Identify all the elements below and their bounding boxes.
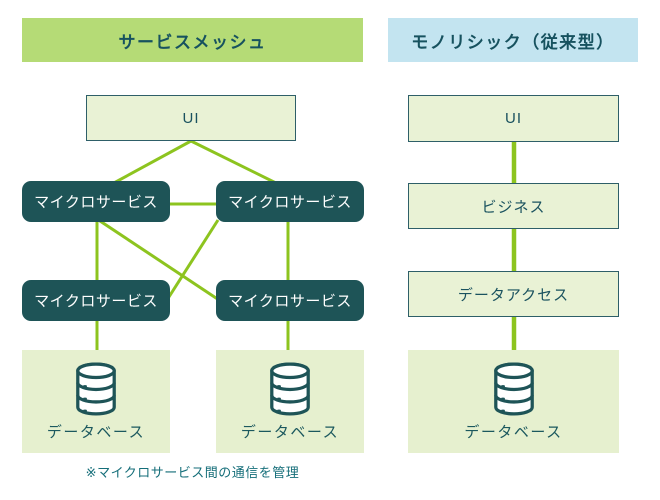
database-icon [76, 362, 116, 416]
database-area-mesh-right: データベース [216, 350, 364, 453]
business-layer-box: ビジネス [408, 183, 619, 229]
database-icon [493, 362, 534, 416]
database-label: データベース [464, 424, 563, 441]
database-icon [270, 362, 310, 416]
line-ui-to-ms-top-right [190, 139, 279, 186]
service-mesh-connectors [95, 139, 290, 353]
line-ms-top-right-to-bottom-left [165, 219, 220, 301]
database-label: データベース [240, 424, 340, 441]
line-ui-to-ms-top-left [111, 139, 192, 186]
database-label: データベース [46, 424, 146, 441]
database-area-monolithic: データベース [408, 350, 619, 453]
service-mesh-header: サービスメッシュ [22, 18, 363, 62]
microservice-box-bottom-right: マイクロサービス [216, 280, 364, 321]
line-ms-top-left-to-bottom-right [96, 217, 220, 302]
microservice-box-top-right: マイクロサービス [216, 181, 364, 222]
data-access-layer-box: データアクセス [408, 271, 619, 317]
microservice-box-top-left: マイクロサービス [22, 181, 170, 222]
database-area-mesh-left: データベース [22, 350, 170, 453]
ui-box-service-mesh: UI [86, 95, 296, 141]
service-mesh-note: ※マイクロサービス間の通信を管理 [85, 465, 300, 480]
monolithic-header: モノリシック（従来型） [388, 18, 638, 62]
ui-box-monolithic: UI [408, 95, 619, 142]
microservice-box-bottom-left: マイクロサービス [22, 280, 170, 321]
